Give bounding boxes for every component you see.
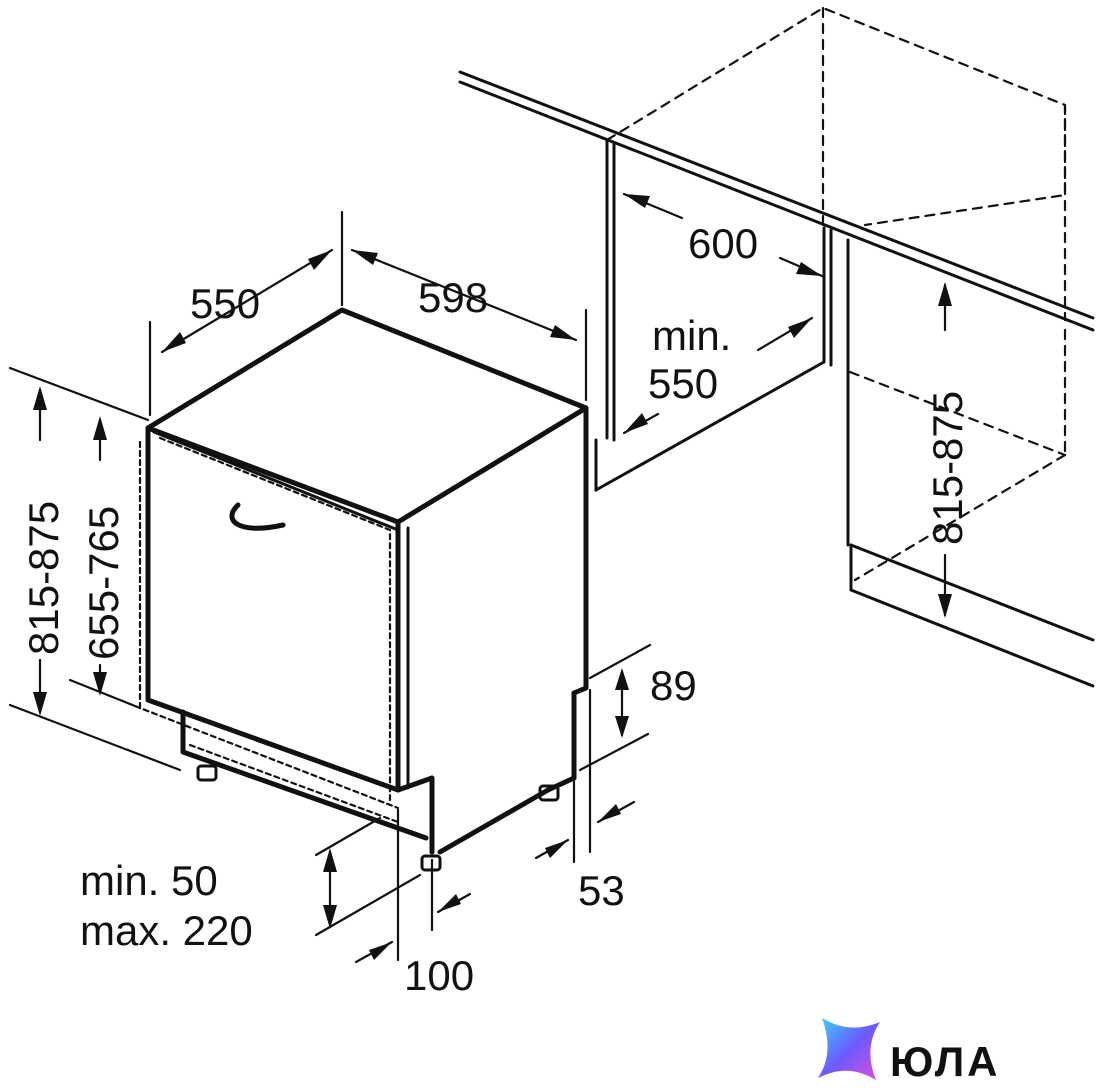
label-niche-height: 815-875: [924, 391, 971, 545]
label-plinth-line1: min. 50: [80, 857, 218, 904]
niche-cabinet: [458, 6, 1095, 688]
label-niche-width: 600: [688, 220, 758, 267]
label-depth: 550: [190, 280, 260, 327]
dimension-lines: [8, 192, 952, 964]
label-plinth-line2: max. 220: [80, 907, 253, 954]
dimension-labels: 550 598 600 min. 550 815-875 815-875 655…: [20, 220, 971, 999]
label-niche-depth-line1: min.: [652, 312, 731, 359]
label-door-height: 655-765: [80, 506, 127, 660]
label-toe-kick-height: 89: [650, 662, 697, 709]
yula-star-icon: [818, 1018, 880, 1080]
label-toe-kick-depth: 53: [578, 867, 625, 914]
dishwasher-body: [138, 307, 589, 872]
label-niche-depth-line2: 550: [648, 360, 718, 407]
label-width: 598: [418, 274, 488, 321]
label-plinth-depth: 100: [404, 952, 474, 999]
yula-logo: ЮЛА: [818, 1018, 1001, 1085]
yula-logo-text: ЮЛА: [890, 1038, 1001, 1085]
label-height-left: 815-875: [20, 501, 67, 655]
